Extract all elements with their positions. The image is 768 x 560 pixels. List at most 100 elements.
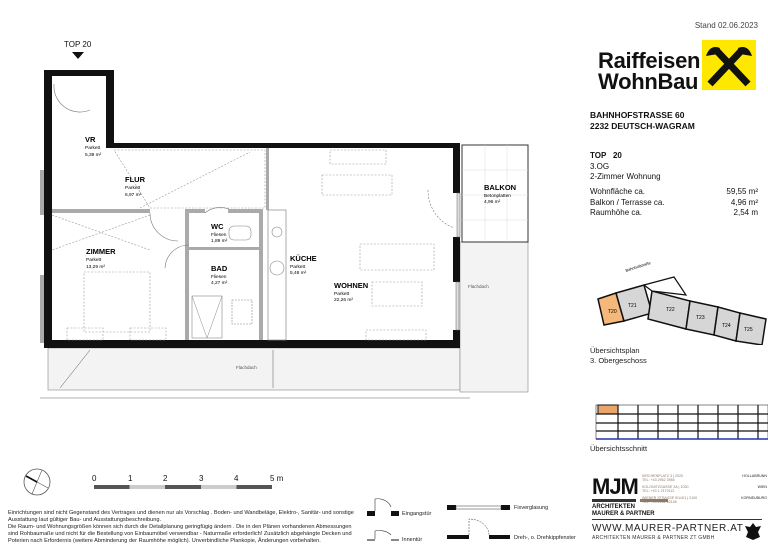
architect-block: MJM ARCHITEKTEN MAURER & PARTNER KIRCHEN… xyxy=(592,474,767,554)
flat-roof-label: Flachdach xyxy=(236,365,257,370)
area-value: 59,55 m² xyxy=(726,187,758,196)
room-name: KÜCHE xyxy=(290,254,317,263)
room-vr: VR Parkett 5,39 m² xyxy=(85,135,102,158)
top-label: TOP xyxy=(590,151,607,160)
flat-roof-right xyxy=(459,241,529,393)
balcony xyxy=(461,144,529,243)
window-symbols-icon xyxy=(447,505,510,539)
overview-unit xyxy=(735,312,767,345)
architect-name-line: ARCHITEKTEN xyxy=(592,504,635,510)
room-floor: Betonplatten xyxy=(484,193,511,199)
office-tel: TEL: +43 1 2170112 xyxy=(642,489,675,494)
entry-marker-label: TOP 20 xyxy=(64,40,92,49)
office-city: KORNEUBURG xyxy=(741,495,767,500)
office-city: WIEN xyxy=(757,484,767,489)
room-area: 6,97 m² xyxy=(125,192,142,198)
room-kueche: KÜCHE Parkett 5,48 m² xyxy=(290,254,317,276)
raiffeisen-cross-logo-icon xyxy=(702,40,756,90)
disclaimer-p1: Einrichtungen sind nicht Gegenstand des … xyxy=(8,510,354,523)
entry-arrow-icon xyxy=(72,52,84,59)
door-symbols-icon xyxy=(367,498,399,541)
section-caption: Übersichtsschnitt xyxy=(590,444,648,453)
area-label: Balkon / Terrasse ca. xyxy=(590,197,665,207)
floor-plan: VR Parkett 5,39 m² FLUR Parkett 6,97 m² … xyxy=(40,52,529,399)
overview-label: T24 xyxy=(722,323,731,329)
room-floor: Parkett xyxy=(290,264,306,270)
overview-label: T23 xyxy=(696,315,705,321)
room-name: VR xyxy=(85,135,96,144)
caption-line: 3. Obergeschoss xyxy=(590,356,647,365)
raiffeisen-logo-text: Raiffeisen WohnBau xyxy=(598,48,701,94)
unit-floor: 3.OG xyxy=(590,161,610,171)
legend-tilt-window: Dreh-, o. Drehkippfenster xyxy=(514,535,576,541)
stand-date: Stand 02.06.2023 xyxy=(694,21,758,30)
room-floor: Parkett xyxy=(85,145,101,151)
overview-plan-caption: Übersichtsplan 3. Obergeschoss xyxy=(590,346,647,366)
flat-roof-label: Flachdach xyxy=(468,284,489,289)
overview-section xyxy=(595,404,768,440)
area-value: 2,54 m xyxy=(733,208,758,217)
room-bad: BAD Fliesen 4,27 m² xyxy=(211,264,228,286)
area-row: Wohnfläche ca.59,55 m² xyxy=(590,187,758,198)
caption-line: Übersichtsplan xyxy=(590,346,640,355)
room-name: FLUR xyxy=(125,175,146,184)
room-floor: Parkett xyxy=(86,257,102,263)
brand-line-2: WohnBau xyxy=(598,69,699,94)
room-area: 1,89 m² xyxy=(211,238,228,244)
room-area: 13,29 m² xyxy=(86,264,105,270)
room-floor: Parkett xyxy=(334,291,350,297)
office-tel: TEL: +43 2262 62148 xyxy=(642,500,677,505)
room-area: 5,48 m² xyxy=(290,270,307,276)
room-floor: Parkett xyxy=(125,185,141,191)
scale-tick: 5 m xyxy=(270,474,284,483)
room-name: BAD xyxy=(211,264,228,273)
room-area: 5,39 m² xyxy=(85,152,102,158)
overview-label: T22 xyxy=(666,307,675,313)
address-city: 2232 DEUTSCH-WAGRAM xyxy=(590,121,695,131)
area-value: 4,96 m² xyxy=(730,197,758,207)
disclaimer-p2: Die Raum- und Wohnungsgrößen können sich… xyxy=(8,524,352,544)
office-city: HOLLABRUNN xyxy=(742,474,767,478)
room-balkon: BALKON Betonplatten 4,96 m² xyxy=(484,183,516,205)
legend-interior-door: Innentür xyxy=(402,537,423,543)
scale-tick: 3 xyxy=(199,474,204,483)
room-name: WOHNEN xyxy=(334,281,368,290)
disclaimer: Einrichtungen sind nicht Gegenstand des … xyxy=(8,510,356,545)
unit-type: 2-Zimmer Wohnung xyxy=(590,172,661,181)
scale-tick: 4 xyxy=(234,474,239,483)
office-address: KOLONITZGASSE 3A | 1030 xyxy=(642,484,689,489)
room-area: 4,96 m² xyxy=(484,199,501,205)
overview-label: T21 xyxy=(628,303,637,309)
scale-tick: 2 xyxy=(163,474,168,483)
legend-entrance-door: Eingangstür xyxy=(402,511,432,517)
address-street: BAHNHOFSTRASSE 60 xyxy=(590,110,685,120)
architect-name-line: MAURER & PARTNER xyxy=(592,511,655,517)
overview-label: T20 xyxy=(608,309,617,315)
austrian-eagle-icon xyxy=(745,523,761,540)
room-floor: Fliesen xyxy=(211,274,227,280)
area-row: Raumhöhe ca. 2,54 m xyxy=(590,208,758,219)
scale-tick: 0 xyxy=(92,474,97,483)
room-zimmer: ZIMMER Parkett 13,29 m² xyxy=(86,247,116,270)
brand-line-1: Raiffeisen xyxy=(598,48,701,73)
scale-tick: 1 xyxy=(128,474,133,483)
room-area: 22,26 m² xyxy=(334,297,353,303)
area-label: Raumhöhe ca. xyxy=(590,208,643,217)
room-name: ZIMMER xyxy=(86,247,116,256)
flat-roof xyxy=(47,347,461,391)
room-flur: FLUR Parkett 6,97 m² xyxy=(125,175,146,198)
office-address: KIRCHENPLATZ 3 | 2020 xyxy=(642,474,684,478)
overview-street: Bahnhofstraße xyxy=(625,260,652,273)
area-table: Wohnfläche ca.59,55 m² Balkon / Terrasse… xyxy=(590,187,758,219)
room-area: 4,27 m² xyxy=(211,280,228,286)
room-wc: WC Fliesen 1,89 m² xyxy=(211,222,228,244)
architect-website: WWW.MAURER-PARTNER.AT xyxy=(592,523,744,534)
architect-name: ARCHITEKTEN MAURER & PARTNER xyxy=(592,504,655,518)
top-number: 20 xyxy=(612,151,622,160)
project-address: BAHNHOFSTRASSE 60 2232 DEUTSCH-WAGRAM xyxy=(590,110,695,132)
office-address: WIENER STRASSE 5/1/4/1 | 2100 xyxy=(642,495,698,500)
room-name: BALKON xyxy=(484,183,516,192)
room-name: WC xyxy=(211,222,224,231)
room-floor: Fliesen xyxy=(211,232,227,238)
area-row: Balkon / Terrasse ca. 4,96 m² xyxy=(590,198,758,209)
